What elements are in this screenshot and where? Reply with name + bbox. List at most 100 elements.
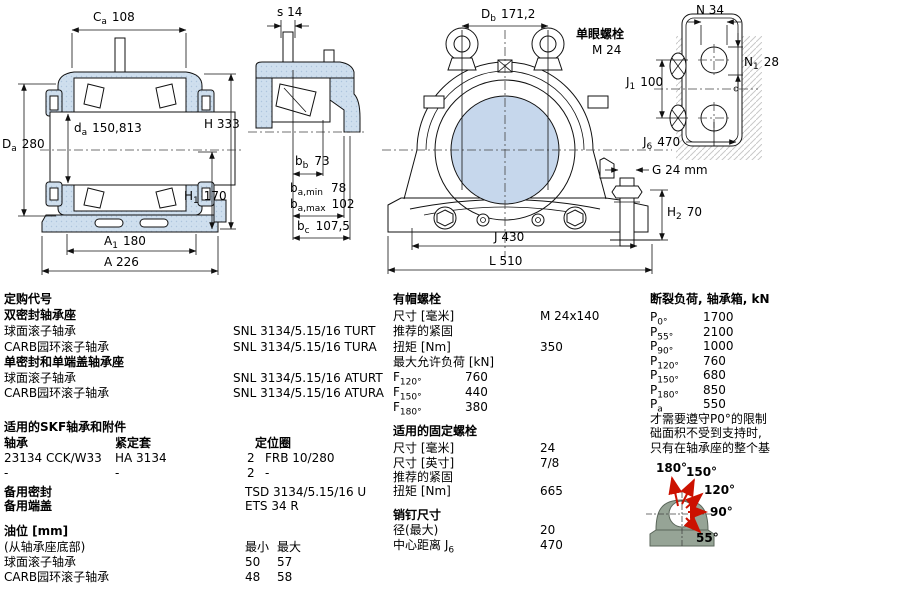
p-row-value: 760 <box>703 354 726 368</box>
spare-cover-label: 备用端盖 <box>4 499 53 513</box>
p-row-label: P0° <box>650 310 668 328</box>
side-top-plate <box>255 61 355 79</box>
breaking-loads-title: 断裂负荷, 轴承箱, kN <box>650 292 770 306</box>
cap-bolts-tighten-label: 推荐的紧固 <box>393 324 454 338</box>
base-slot-left <box>94 218 124 228</box>
ordering-row-value: SNL 3134/5.15/16 TURA <box>233 340 377 354</box>
fixing-torque-value: 665 <box>540 484 563 498</box>
main-base <box>387 197 649 233</box>
load-row-label: F150° <box>393 385 422 403</box>
single-seal-title: 单密封和单端盖轴承座 <box>4 355 125 369</box>
sleeve-cell: HA 3134 <box>115 451 167 465</box>
fixing-size-mm-label: 尺寸 [毫米] <box>393 441 455 455</box>
bearing-cell: - <box>4 466 9 480</box>
roller-bottom-left <box>83 187 105 209</box>
ring-cell: - <box>265 466 270 480</box>
oil-row-label: CARB园环滚子轴承 <box>4 570 110 584</box>
oil-row-max: 57 <box>277 555 293 569</box>
base-bolt-hole-left <box>49 187 59 201</box>
cap-bolts-title: 有帽螺栓 <box>393 292 442 306</box>
col-ring: 定位圈 <box>255 436 292 450</box>
dowel-left <box>476 213 490 227</box>
p-row-label: Pa <box>650 397 663 415</box>
fixing-torque-label: 扭矩 [Nm] <box>393 484 451 498</box>
roller-top-right <box>155 83 177 109</box>
angle-label-180: 180° <box>656 461 687 475</box>
side-block <box>213 199 227 223</box>
ordering-row-label: CARB园环滚子轴承 <box>4 340 110 354</box>
flange-bolt-right <box>587 95 609 109</box>
fixing-size-mm-value: 24 <box>540 441 556 455</box>
angle-label-120: 120° <box>704 483 735 497</box>
p-row-label: P180° <box>650 383 679 401</box>
p-row-value: 850 <box>703 383 726 397</box>
ordering-row-label: 球面滚子轴承 <box>4 371 77 385</box>
dim-s: s 14 <box>277 5 302 19</box>
base-flange <box>41 214 219 233</box>
side-stud <box>282 31 294 67</box>
ordering-row-value: SNL 3134/5.15/16 TURT <box>233 324 376 338</box>
col-sleeve: 紧定套 <box>115 436 152 450</box>
ordering-row-value: SNL 3134/5.15/16 ATURA <box>233 386 384 400</box>
breaking-note: 才需要遵守P0°的限制 <box>650 412 767 426</box>
dim-H: H 333 <box>204 117 240 131</box>
spare-seal-label: 备用密封 <box>4 485 53 499</box>
oil-title: 油位 [mm] <box>4 524 69 538</box>
side-left-wall <box>255 77 273 129</box>
dowel-right-inner <box>535 217 541 223</box>
fixing-size-in-value: 7/8 <box>540 456 560 470</box>
roller-bottom-right <box>155 187 177 209</box>
ring-cell: FRB 10/280 <box>265 451 335 465</box>
side-right-wall <box>329 77 361 133</box>
pin-dia-value: 20 <box>540 523 556 537</box>
fixing-tighten-label: 推荐的紧固 <box>393 470 454 484</box>
oil-row-max: 58 <box>277 570 293 584</box>
ordering-row-label: CARB园环滚子轴承 <box>4 386 110 400</box>
hex-right <box>566 209 584 227</box>
oil-note: (从轴承座底部) <box>4 540 86 554</box>
oil-row-min: 50 <box>245 555 261 569</box>
cap-bolt-hole-left <box>49 95 59 111</box>
dim-G: G 24 mm <box>652 163 708 177</box>
pin-cc-label: 中心距离 J6 <box>393 538 455 556</box>
dim-N: N 34 <box>696 3 724 17</box>
foot-lip <box>599 157 615 179</box>
load-row-value: 380 <box>465 400 488 414</box>
roller-top-left <box>83 83 105 109</box>
oil-row-label: 球面滚子轴承 <box>4 555 77 569</box>
load-row-value: 440 <box>465 385 488 399</box>
p-row-label: P150° <box>650 368 679 386</box>
shaft <box>49 111 236 186</box>
p-row-value: 2100 <box>703 325 734 339</box>
col-bearing: 轴承 <box>4 436 29 450</box>
qty-cell: 2 <box>247 466 255 480</box>
pin-cc-value: 470 <box>540 538 563 552</box>
base-slot-right <box>139 218 169 228</box>
oil-max-label: 最大 <box>277 540 302 554</box>
ordering-row-label: 球面滚子轴承 <box>4 324 77 338</box>
pins-title: 销钉尺寸 <box>393 508 442 522</box>
dim-J: J 430 <box>493 230 524 244</box>
dim-L: L 510 <box>489 254 522 268</box>
accessories-title: 适用的SKF轴承和附件 <box>4 420 127 434</box>
angle-label-55: 55° <box>696 531 719 545</box>
breaking-note: 只有在轴承座的整个基 <box>650 441 771 455</box>
side-roller <box>275 83 317 117</box>
